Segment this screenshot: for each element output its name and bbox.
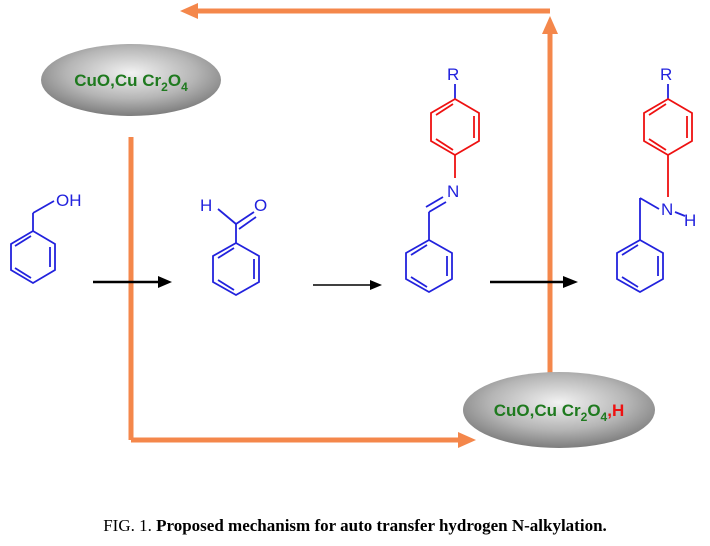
imine-aryl-ring [430,97,480,157]
reaction-arrows [93,276,578,290]
imine-n-label: N [447,182,459,201]
catalyst-bottom-hydrogen: H [612,401,624,420]
amine-aryl-ring [643,97,693,157]
benzyl-alcohol-oh-label: OH [56,191,82,210]
catalyst-bottom-sub1: 2 [581,410,588,424]
amine-n-label: N [661,200,673,219]
benzyl-alcohol-ring [10,229,56,285]
reaction-arrow-2-head [370,280,382,290]
catalyst-bottom-sub2: 4 [601,410,608,424]
cycle-bottom-arrowhead [458,432,476,448]
catalyst-bottom-mid: O [587,401,600,420]
caption-prefix: FIG. 1. [103,516,157,535]
caption-title: Proposed mechanism for auto transfer hyd… [156,516,607,535]
catalyst-top-mid: O [168,71,181,90]
catalyst-top-sub1: 2 [161,80,168,94]
amine-benzyl-ring [616,238,664,294]
benzaldehyde: H O [200,196,267,297]
figure-caption: FIG. 1. Proposed mechanism for auto tran… [0,516,710,536]
catalyst-bottom-text: CuO,Cu Cr [494,401,581,420]
reaction-arrow-1-head [158,276,172,288]
reaction-arrow-3-head [563,276,578,288]
imine-benzyl-ring [405,238,453,294]
benzyl-alcohol: OH [10,191,82,285]
svg-text:CuO,Cu Cr2O4,H: CuO,Cu Cr2O4,H [494,401,625,424]
catalyst-bottom-ellipse [463,372,655,448]
catalyst-top: CuO,Cu Cr2O4 [41,44,221,116]
catalyst-top-ellipse [41,44,221,116]
benzaldehyde-h-label: H [200,196,212,215]
catalyst-top-sub2: 4 [181,80,188,94]
benzaldehyde-o-label: O [254,196,267,215]
cycle-top-arrowhead [180,3,198,19]
benzaldehyde-ring [212,241,260,297]
catalyst-top-text: CuO,Cu Cr [74,71,161,90]
svg-text:CuO,Cu Cr2O4: CuO,Cu Cr2O4 [74,71,188,94]
cycle-right-arrowhead [542,16,558,34]
imine-r-label: R [447,65,459,84]
catalyst-bottom: CuO,Cu Cr2O4,H [463,372,655,448]
amine-product: R N H [616,65,696,294]
amine-r-label: R [660,65,672,84]
catalytic-cycle-arrows [128,3,558,448]
catalyst-bottom-sep: , [607,401,612,420]
imine: R N [405,65,480,294]
amine-h-label: H [684,211,696,230]
